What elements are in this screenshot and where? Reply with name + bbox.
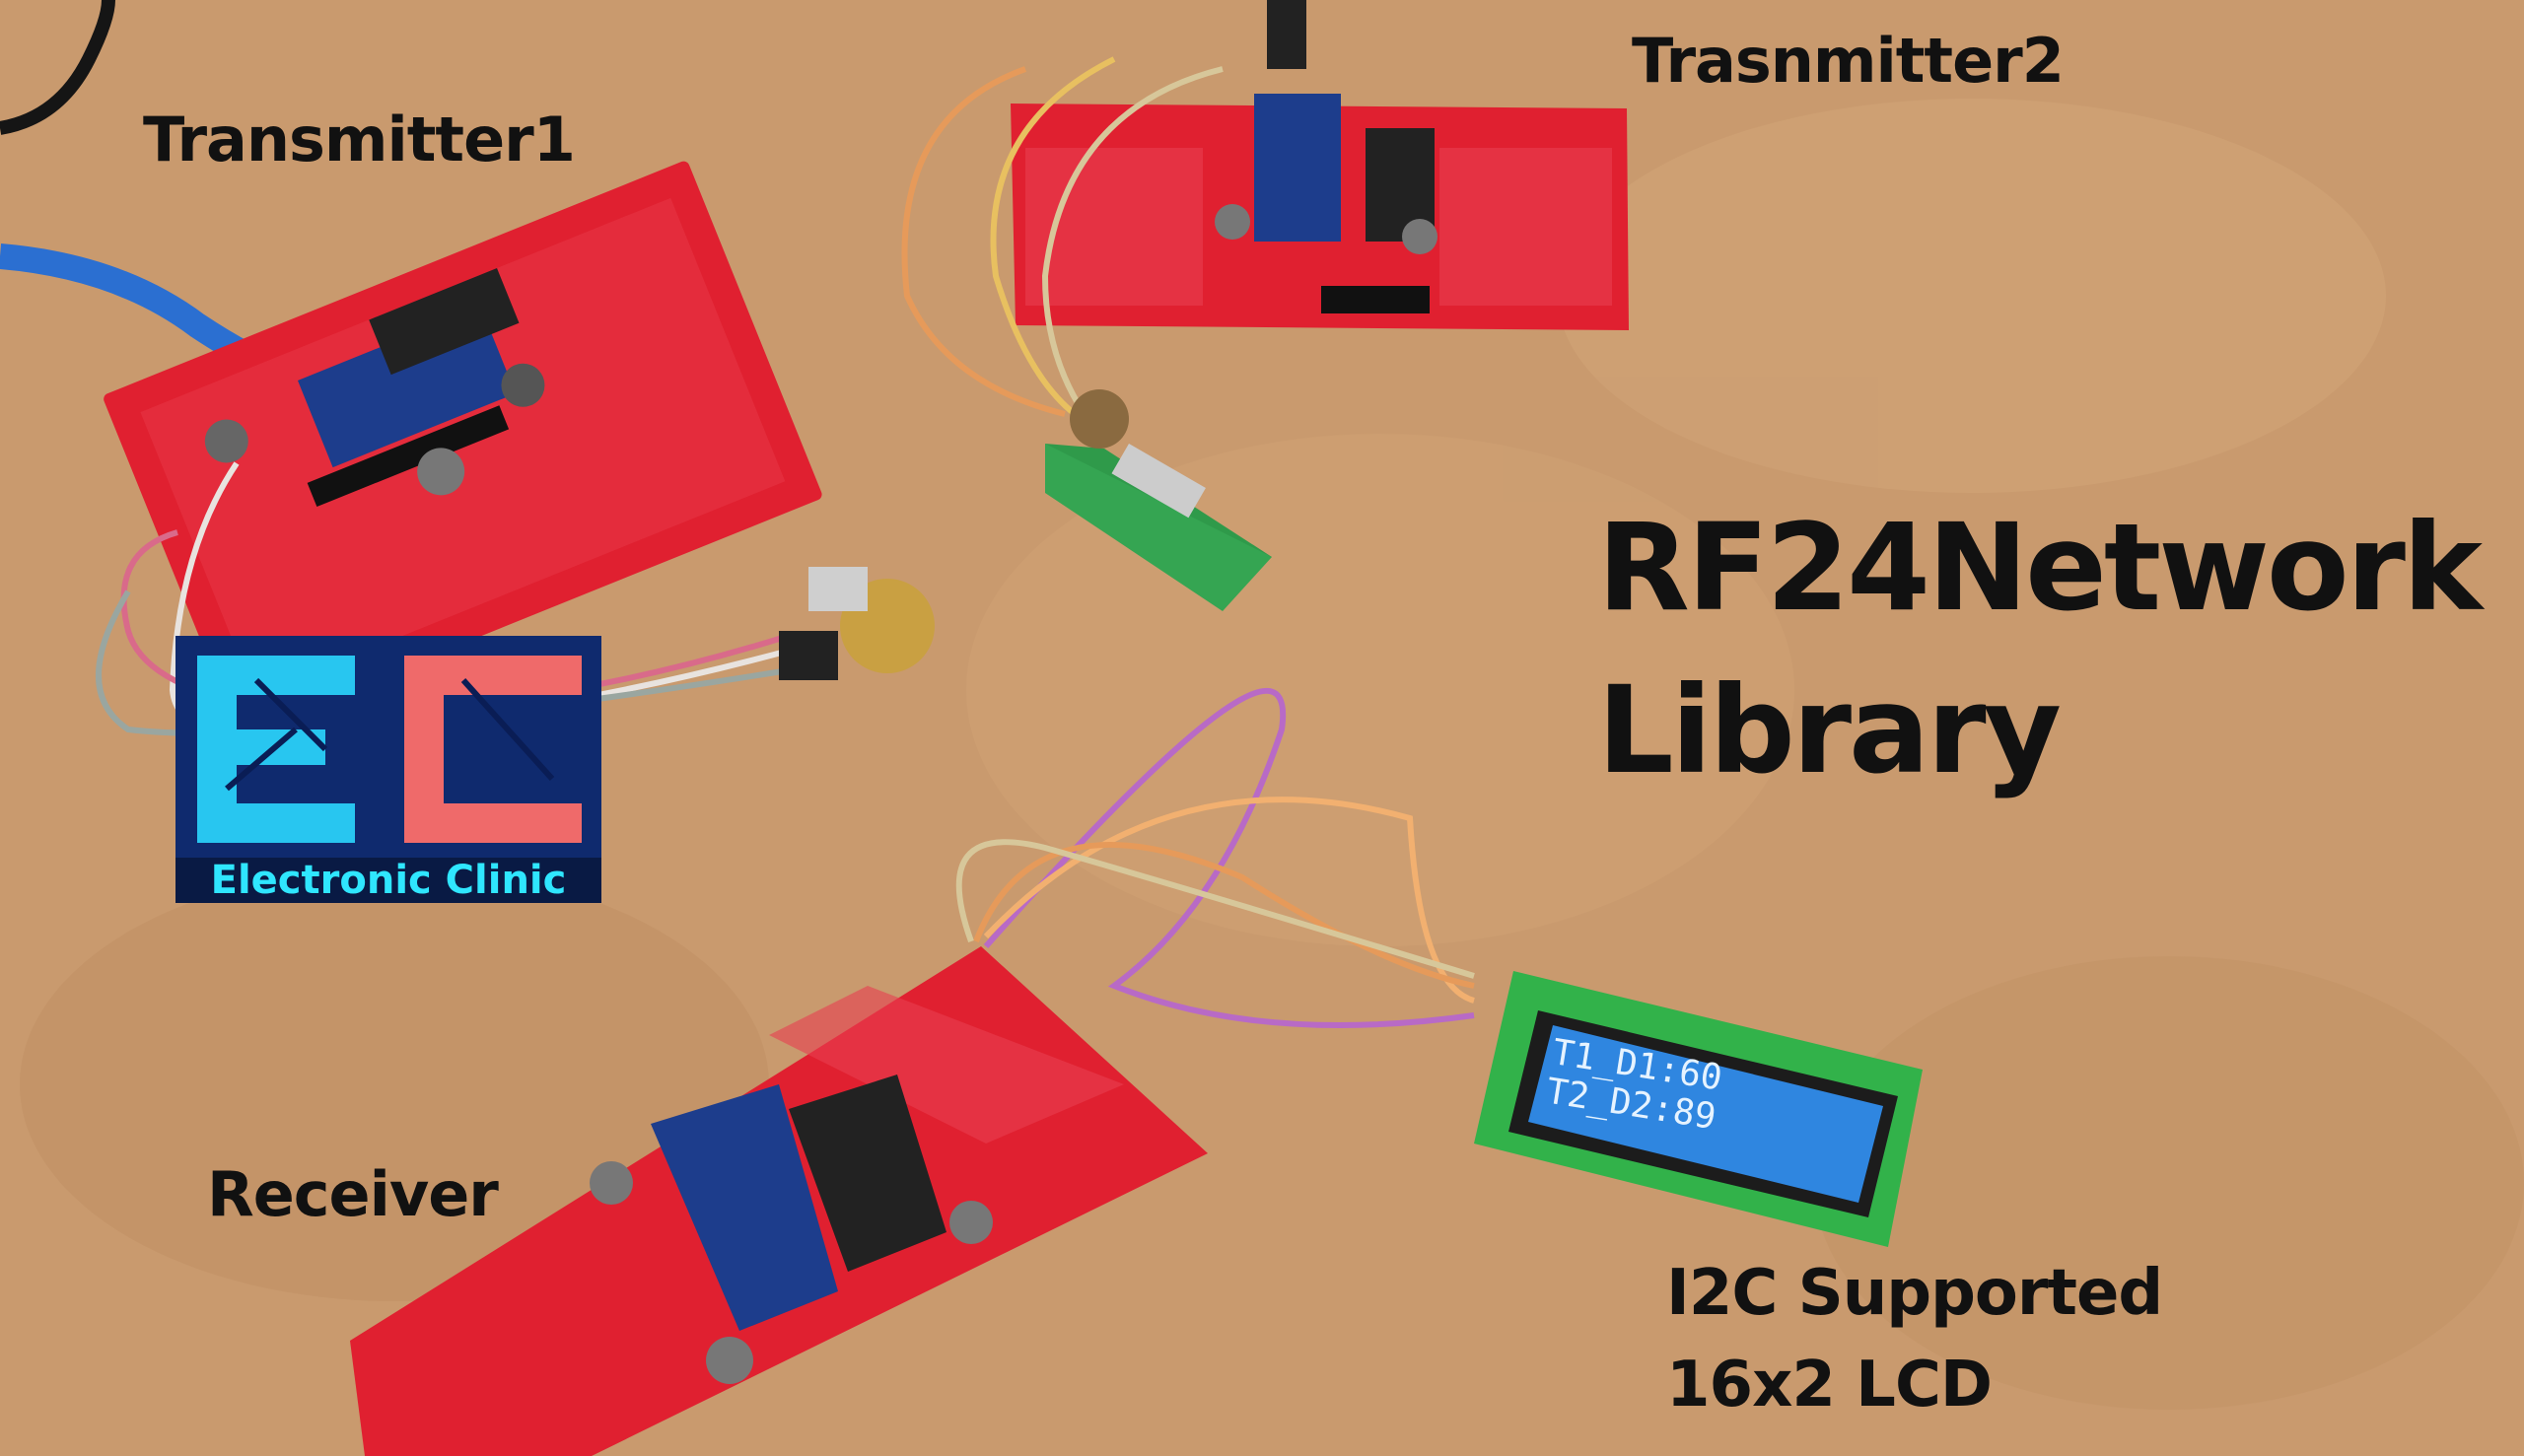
lcd-caption-line-2: 16x2 LCD [1666,1349,1993,1421]
title-line-1: RF24Network [1597,498,2483,638]
transmitter2-label: Trasnmitter2 [1632,25,2065,97]
potentiometer-2 [1045,389,1272,611]
lcd-module [1474,971,1923,1247]
ec-logo-graphic [175,636,601,858]
transmitter1-board [104,161,822,732]
transmitter1-label: Transmitter1 [143,104,576,175]
receiver-board [350,946,1208,1456]
receiver-lcd-wires [955,687,1475,1028]
lcd-caption-line-1: I2C Supported [1666,1257,2163,1330]
potentiometer-1 [779,567,935,680]
transmitter2-wires [901,56,1224,417]
title-line-2: Library [1597,660,2062,800]
receiver-label: Receiver [207,1158,499,1230]
usb-cable-black [0,0,115,135]
logo-caption: Electronic Clinic [175,858,601,903]
transmitter2-board [1011,0,1629,330]
